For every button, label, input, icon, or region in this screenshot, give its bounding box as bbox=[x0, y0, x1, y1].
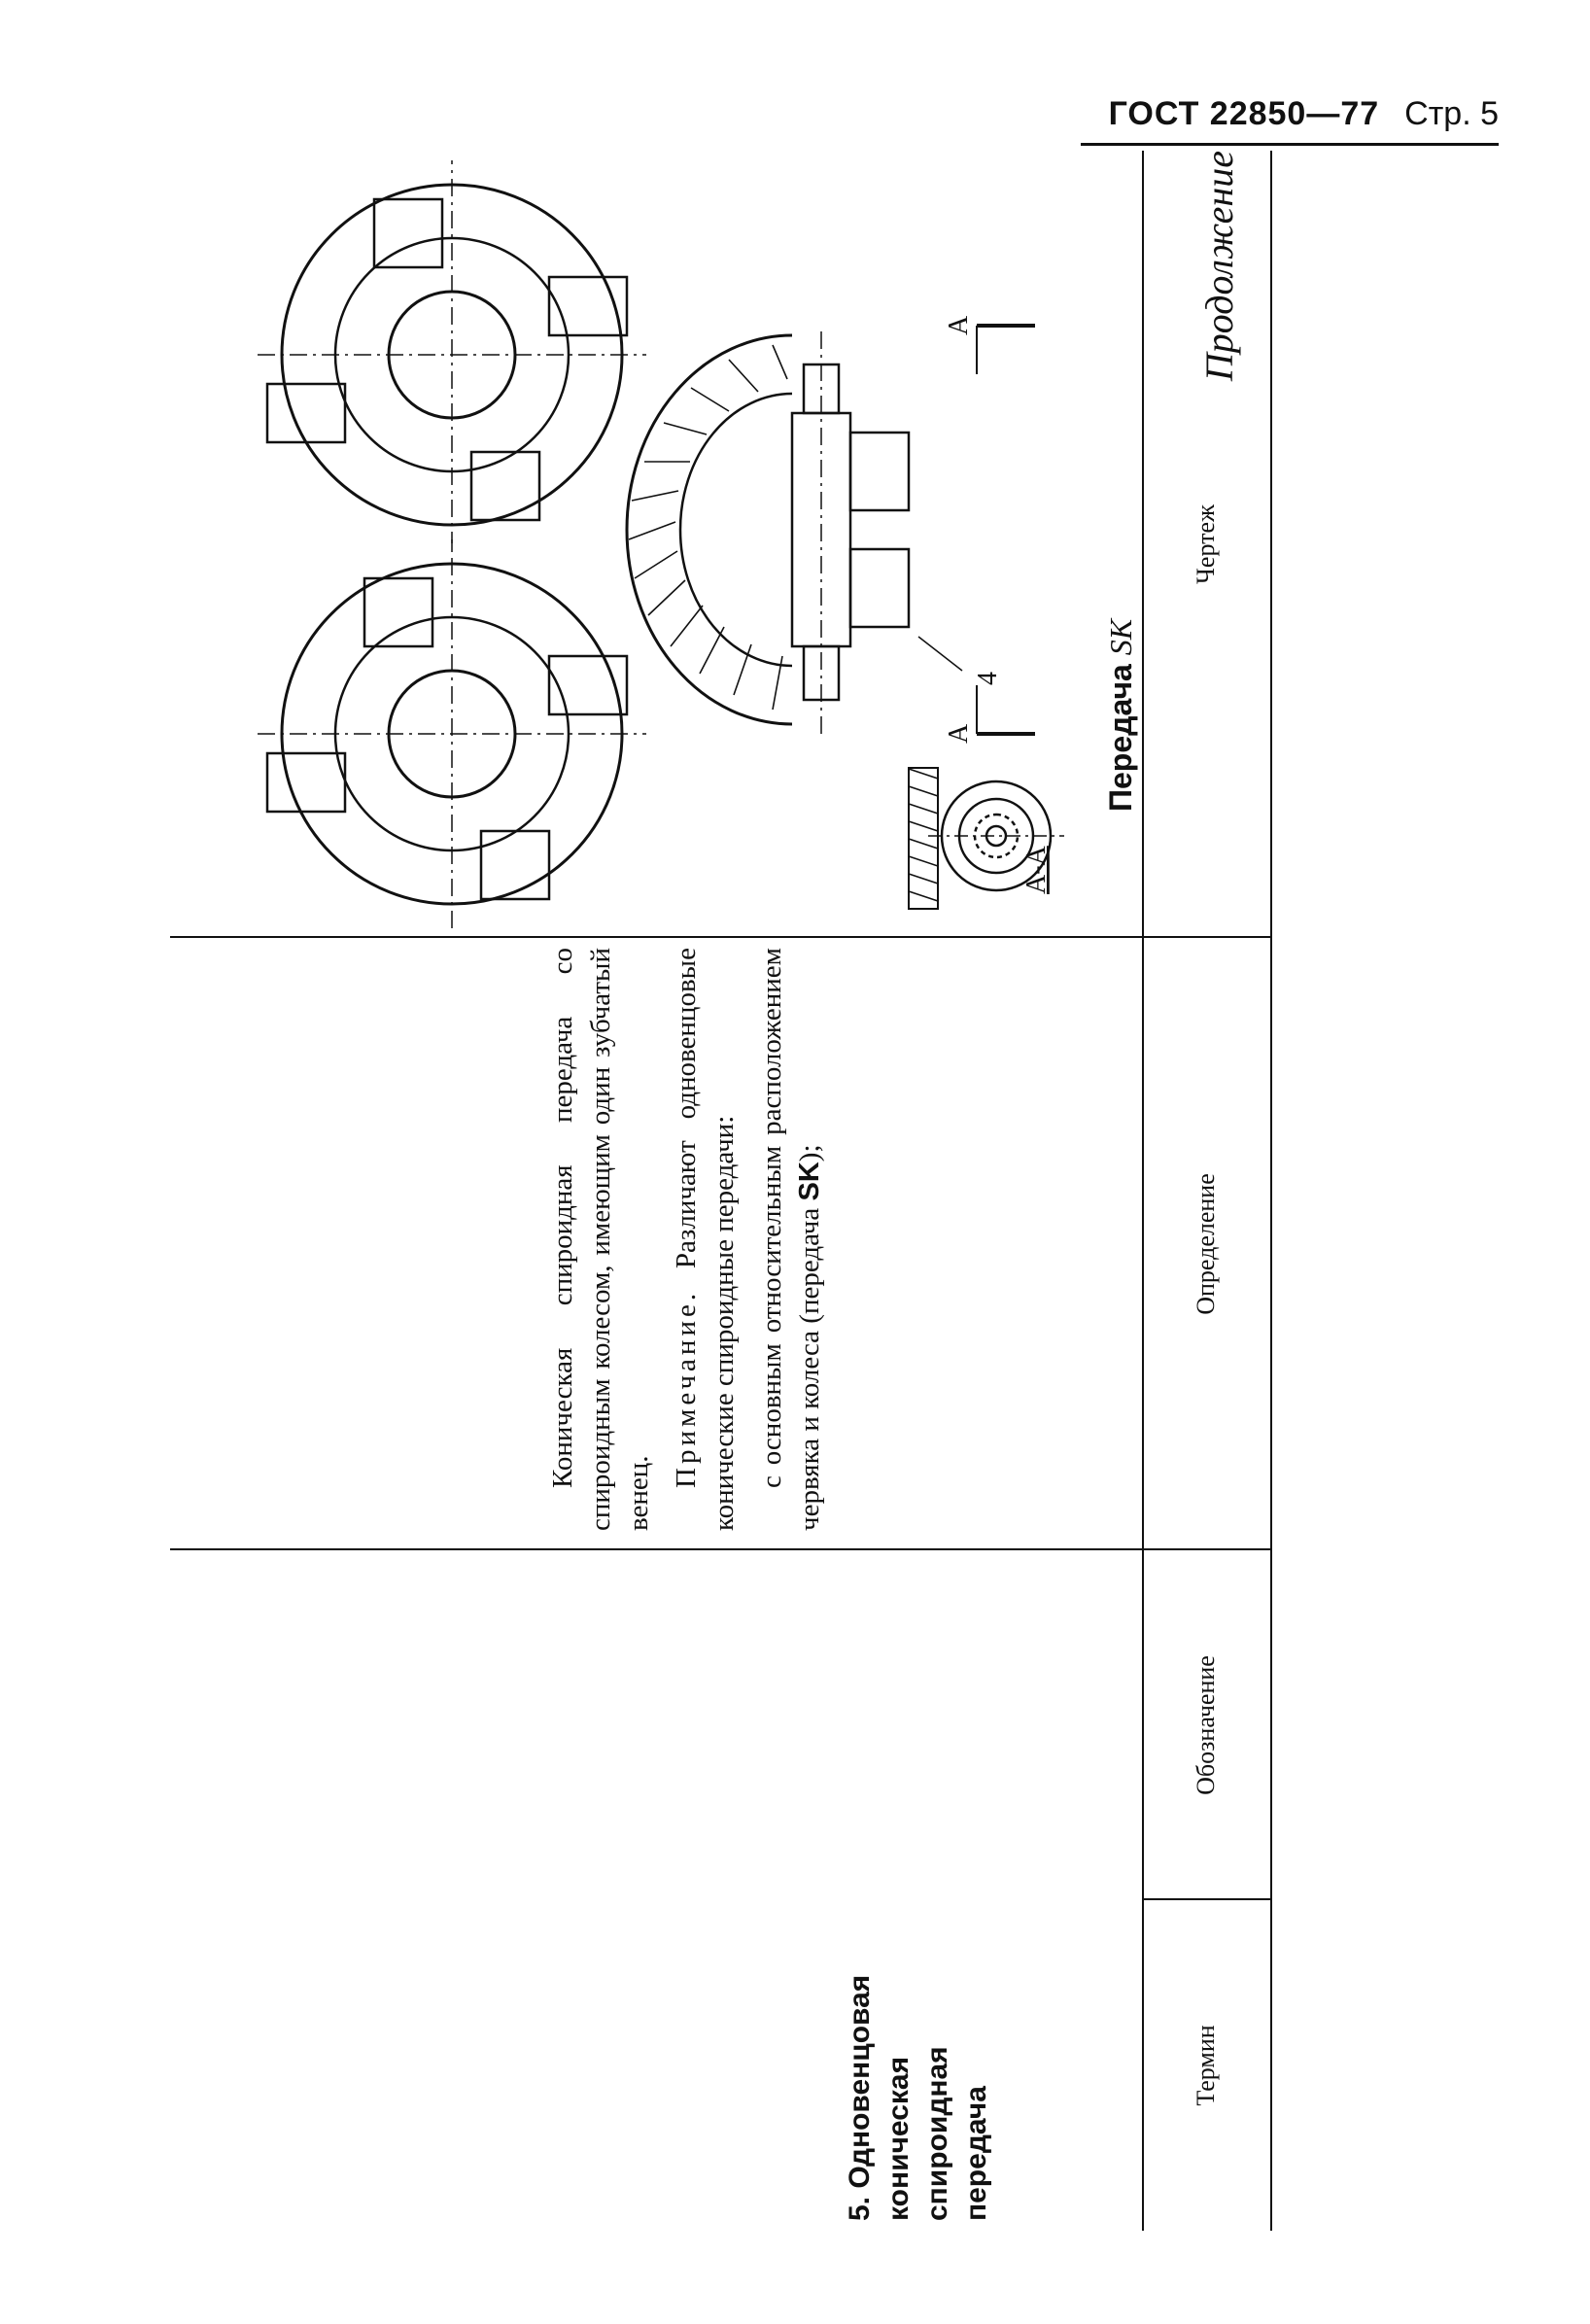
drawing-title-prefix: Передача bbox=[1103, 655, 1138, 812]
rotated-table-region: Продолжение Термин Обозначение Определен… bbox=[170, 151, 1570, 2231]
item-code: SK bbox=[794, 1162, 825, 1201]
worm-block-right-1 bbox=[265, 382, 347, 444]
worm-thread-block-left bbox=[848, 547, 911, 629]
part-leader-line bbox=[917, 636, 963, 672]
header-rule bbox=[1081, 143, 1499, 146]
note-label: Примечание. bbox=[671, 1289, 702, 1488]
definition-note: Примечание. Различают одновенцовые конич… bbox=[668, 948, 743, 1531]
definition-list-item: с основным относительным расположением ч… bbox=[753, 948, 829, 1531]
wheel-front-view-right bbox=[258, 160, 646, 549]
section-aa-view bbox=[908, 767, 1064, 910]
arrow-label-bottom: А bbox=[944, 315, 974, 335]
worm-block-left-3 bbox=[479, 829, 551, 901]
term-cell: 5. Одновенцовая коническая спироидная пе… bbox=[844, 1974, 992, 2221]
drawing-title: Передача SK bbox=[1103, 619, 1139, 812]
section-label: А-А bbox=[1021, 845, 1052, 894]
definition-paragraph: Коническая спироидная передача со спирои… bbox=[547, 948, 654, 1531]
column-header-designation: Обозначение bbox=[1192, 1655, 1220, 1795]
standard-code: ГОСТ 22850—77 bbox=[1108, 95, 1380, 132]
wheel-teeth-hatching bbox=[628, 344, 788, 711]
section-arrows bbox=[917, 324, 1035, 736]
worm-block-right-2 bbox=[372, 197, 444, 269]
column-header-definition: Определение bbox=[1192, 1173, 1220, 1315]
worm-section-base bbox=[908, 767, 939, 910]
arrow-label-top: А bbox=[944, 723, 974, 744]
item-suffix: ); bbox=[794, 1144, 825, 1162]
column-divider-definition bbox=[170, 936, 1270, 938]
wheel-inner-arc bbox=[678, 392, 793, 668]
worm-block-right-4 bbox=[547, 275, 629, 337]
worm-thread-block-right bbox=[848, 431, 911, 512]
page-header: ГОСТ 22850—77 Стр. 5 bbox=[1109, 95, 1499, 133]
item-prefix: с основным относительным расположением ч… bbox=[756, 948, 825, 1531]
drawing-title-code: SK bbox=[1103, 618, 1138, 656]
gear-drawing: А-А А А 4 S bbox=[258, 160, 1064, 928]
column-header-drawing: Чертеж bbox=[1192, 504, 1220, 584]
side-view bbox=[625, 326, 911, 734]
wheel-front-view-left bbox=[258, 539, 646, 928]
wheel-outer-arc bbox=[625, 333, 793, 726]
worm-block-left-1 bbox=[265, 751, 347, 814]
worm-block-right-3 bbox=[469, 450, 541, 522]
table-top-rule bbox=[1270, 151, 1272, 2231]
worm-section-hatching bbox=[908, 768, 939, 902]
worm-block-left-4 bbox=[547, 654, 629, 716]
definition-cell: Коническая спироидная передача со спирои… bbox=[544, 948, 839, 1531]
column-header-term: Термин bbox=[1192, 2025, 1220, 2106]
page-number: Стр. 5 bbox=[1404, 95, 1499, 132]
column-divider-designation bbox=[170, 1548, 1270, 1550]
part-label: 4 bbox=[973, 672, 1003, 685]
worm-block-left-2 bbox=[363, 576, 434, 648]
